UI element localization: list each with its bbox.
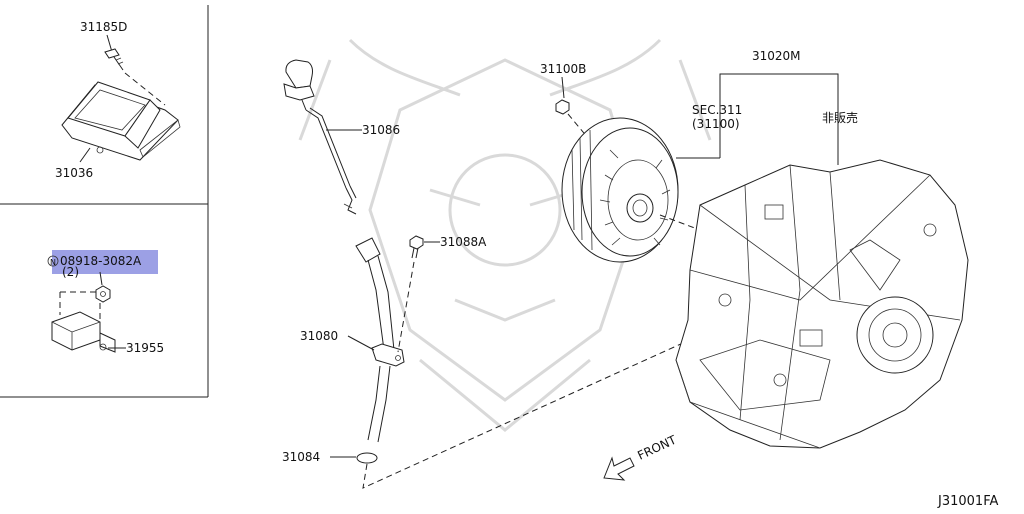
label-31955[interactable]: 31955 [126, 341, 164, 355]
torque-converter [561, 117, 679, 263]
charging-pipe-31080 [355, 237, 405, 443]
left-panel-frames [0, 5, 209, 398]
label-front: FRONT [635, 432, 679, 462]
label-not-sold: 非販売 [822, 110, 858, 125]
front-arrow-icon [603, 456, 635, 481]
nut-08918 [95, 285, 111, 303]
diagram-code: J31001FA [937, 494, 998, 509]
nut-type-circle [47, 255, 59, 267]
label-08918-qty: (2) [62, 265, 79, 279]
label-sec-311[interactable]: SEC.311 [692, 103, 742, 117]
label-31185d[interactable]: 31185D [80, 20, 127, 34]
bolt-31088a [409, 235, 424, 259]
dipstick-31086 [283, 59, 357, 215]
label-31088a[interactable]: 31088A [440, 235, 487, 249]
sensor-31955 [51, 311, 116, 353]
label-31020m[interactable]: 31020M [752, 49, 801, 63]
sensor-group: N 08918-3082A (2) 31955 [47, 250, 164, 355]
nut-31100b [555, 99, 570, 115]
label-31036[interactable]: 31036 [55, 166, 93, 180]
label-31100b[interactable]: 31100B [540, 62, 586, 76]
transaxle-31020m [675, 159, 969, 449]
label-31086[interactable]: 31086 [362, 123, 400, 137]
tcm-module-group: 31185D 31036 [55, 20, 181, 180]
o-ring-31084 [356, 452, 378, 464]
label-08918-3082a[interactable]: 08918-3082A [60, 254, 142, 268]
label-sec-31100: (31100) [692, 117, 740, 131]
label-31080[interactable]: 31080 [300, 329, 338, 343]
highlight-08918-3082a [52, 250, 158, 274]
label-31084[interactable]: 31084 [282, 450, 320, 464]
ecu-module-31036 [61, 81, 181, 161]
label-08918-prefix: N [50, 258, 56, 267]
screw-31185d [104, 48, 124, 71]
